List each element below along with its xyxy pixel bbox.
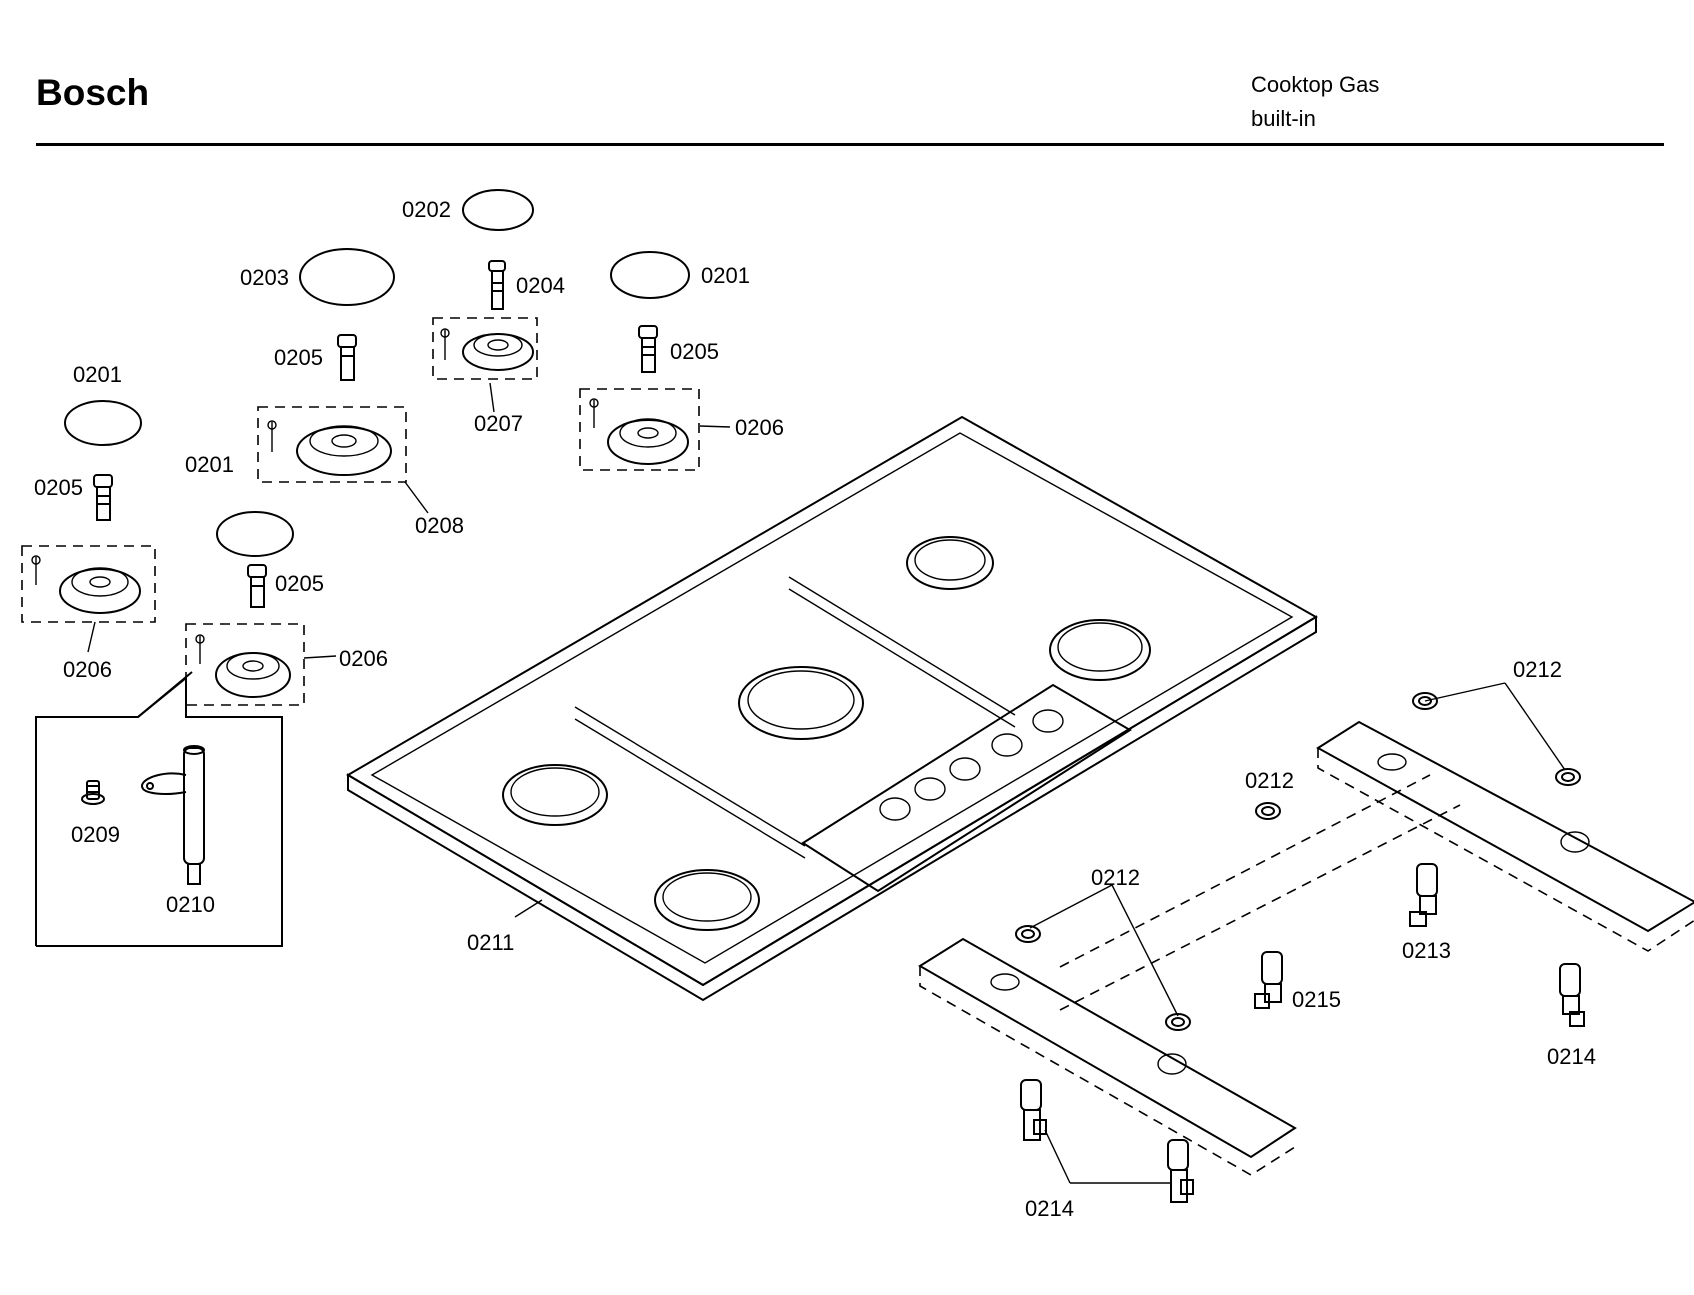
callout-0213: 0213 xyxy=(1402,938,1451,963)
grommet-0212-e xyxy=(1165,1013,1191,1031)
valve-0214-mid xyxy=(1167,1139,1194,1203)
header-rule xyxy=(36,143,1664,146)
callout-0206-mid: 0206 xyxy=(339,646,388,671)
callout-0209: 0209 xyxy=(71,822,120,847)
burner-assembly-0206-mid xyxy=(185,623,305,706)
burner-assembly-0206-left xyxy=(21,545,156,623)
burner-cap-0201-left xyxy=(64,400,142,446)
callout-0205-c: 0205 xyxy=(34,475,83,500)
bracket-front xyxy=(918,937,1297,1176)
burner-assembly-0206-right xyxy=(579,388,700,471)
callout-0215: 0215 xyxy=(1292,987,1341,1012)
thermocouple-0210 xyxy=(140,745,205,885)
callout-0201-mid: 0201 xyxy=(185,452,234,477)
injector-0205-a xyxy=(337,334,357,381)
detail-inset xyxy=(35,671,283,947)
grommet-0212-d xyxy=(1015,925,1041,943)
burner-assembly-0208 xyxy=(257,406,407,483)
valve-0214-left xyxy=(1020,1079,1047,1141)
cooktop-base-0211 xyxy=(346,415,1318,1002)
injector-0205-d xyxy=(247,564,267,608)
callout-0208: 0208 xyxy=(415,513,464,538)
leader-lines xyxy=(87,382,1566,1184)
grommet-0212-b xyxy=(1555,768,1581,786)
brand-title: Bosch xyxy=(36,72,150,113)
callout-0207: 0207 xyxy=(474,411,523,436)
burner-assembly-0207 xyxy=(432,317,538,380)
callout-0205-d: 0205 xyxy=(275,571,324,596)
callout-0206-left: 0206 xyxy=(63,657,112,682)
burner-cap-0203 xyxy=(299,248,395,306)
valve-0215 xyxy=(1254,951,1283,1009)
callout-0212-mid: 0212 xyxy=(1245,768,1294,793)
callout-0214-bottom: 0214 xyxy=(1025,1196,1074,1221)
callout-0201-left: 0201 xyxy=(73,362,122,387)
valve-0213 xyxy=(1409,863,1438,927)
callout-0202: 0202 xyxy=(402,197,451,222)
callout-0204: 0204 xyxy=(516,273,565,298)
callout-0212-top: 0212 xyxy=(1513,657,1562,682)
burner-cap-0202 xyxy=(462,189,534,231)
callout-0210: 0210 xyxy=(166,892,215,917)
callout-0211: 0211 xyxy=(467,930,514,955)
category-line-2: built-in xyxy=(1251,106,1316,131)
grommet-0212-c xyxy=(1255,802,1281,820)
valve-0214-right xyxy=(1559,963,1585,1027)
burner-cap-0201-top xyxy=(610,251,690,299)
category-line-1: Cooktop Gas xyxy=(1251,72,1380,97)
grommet-0212-a xyxy=(1412,692,1438,710)
injector-0204 xyxy=(488,260,506,310)
callout-0205-b: 0205 xyxy=(670,339,719,364)
injector-0205-c xyxy=(93,474,113,521)
callout-0203: 0203 xyxy=(240,265,289,290)
cross-rail xyxy=(1059,774,1461,1011)
callout-0214-right: 0214 xyxy=(1547,1044,1596,1069)
burner-cap-0201-mid xyxy=(216,511,294,557)
callout-0212-front: 0212 xyxy=(1091,865,1140,890)
screw-0209 xyxy=(81,780,105,805)
injector-0205-b xyxy=(638,325,658,373)
bracket-rear xyxy=(1316,720,1694,952)
callout-0201-top: 0201 xyxy=(701,263,750,288)
callout-0206-right: 0206 xyxy=(735,415,784,440)
callout-0205-a: 0205 xyxy=(274,345,323,370)
